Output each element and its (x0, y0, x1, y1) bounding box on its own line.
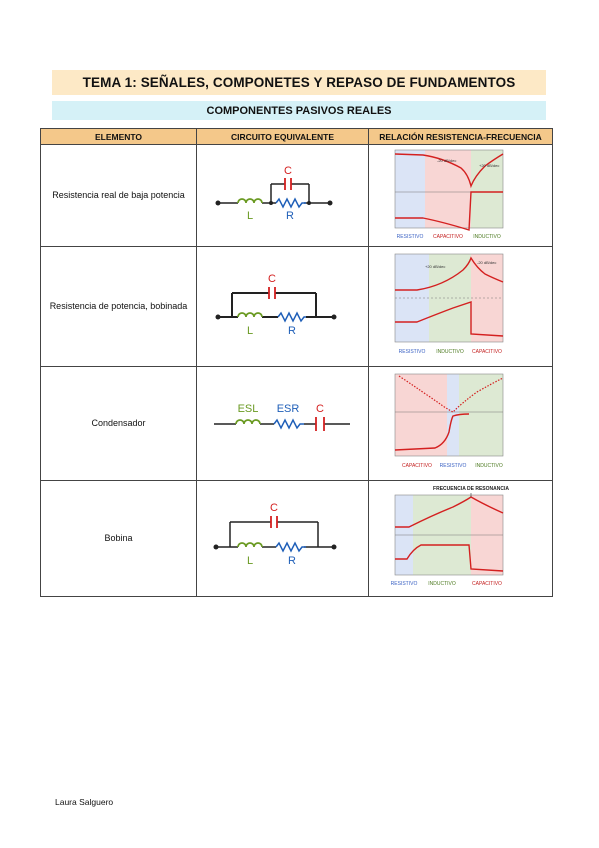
equivalent-circuit: ESL ESR C (196, 366, 369, 481)
impedance-graph: -20 dB/dec +20 dB/dec RESISTIVO CAPACITI… (394, 149, 503, 240)
subtitle-bar: COMPONENTES PASIVOS REALES (52, 101, 546, 120)
capacitor-symbol (314, 416, 325, 431)
circuit-diagram: C L R (215, 273, 336, 337)
circuit-diagram: C L R (215, 165, 332, 222)
region-label-green: INDUCTIVO (475, 463, 503, 469)
region-label-blue: RESISTIVO (390, 581, 417, 587)
impedance-graph: +20 dB/dec -20 dB/dec RESISTIVO INDUCTIV… (394, 253, 503, 355)
column-header-element: ELEMENTO (40, 128, 197, 145)
region-label-green: INDUCTIVO (473, 234, 501, 240)
inductor-label: L (246, 325, 252, 337)
region-label-red: CAPACITIVO (402, 463, 432, 469)
capacitor-label: C (268, 273, 276, 285)
capacitor-symbol (267, 286, 276, 299)
inductor-symbol (234, 418, 261, 424)
esl-label: ESL (237, 403, 258, 415)
capacitor-symbol (269, 515, 278, 528)
resistor-label: R (286, 210, 294, 222)
impedance-graph: FRECUENCIA DE RESONANCIA RESISTIVO INDUC… (390, 486, 509, 587)
table-row: Resistencia real de baja potencia C (40, 144, 553, 247)
inductor-symbol (236, 197, 263, 203)
element-name: Resistencia real de baja potencia (40, 144, 197, 247)
capacitor-label: C (284, 165, 292, 177)
impedance-graph-cell: CAPACITIVO RESISTIVO INDUCTIVO (368, 366, 553, 481)
resistor-label: R (288, 555, 296, 567)
impedance-graph-cell: +20 dB/dec -20 dB/dec RESISTIVO INDUCTIV… (368, 246, 553, 367)
graph-annotation: -20 dB/dec (477, 260, 496, 265)
capacitor-label: C (316, 403, 324, 415)
inductor-symbol (236, 541, 263, 547)
inductor-label: L (246, 210, 252, 222)
resistor-symbol (274, 196, 306, 209)
resistor-label: R (288, 325, 296, 337)
region-label-green: INDUCTIVO (436, 349, 464, 355)
title-bar: TEMA 1: SEÑALES, COMPONETES Y REPASO DE … (52, 70, 546, 95)
table-row: Resistencia de potencia, bobinada C L (40, 246, 553, 367)
circuit-diagram: C L R (213, 502, 336, 567)
graph-annotation: +20 dB/dec (425, 264, 445, 269)
resistor-symbol (274, 540, 306, 553)
column-header-circuit: CIRCUITO EQUIVALENTE (196, 128, 369, 145)
table-row: Condensador ESL ESR C (40, 366, 553, 481)
footer-author: Laura Salguero (55, 797, 114, 807)
equivalent-circuit: C L R (196, 246, 369, 367)
region-label-red: CAPACITIVO (472, 581, 502, 587)
column-header-relation: RELACIÓN RESISTENCIA-FRECUENCIA (368, 128, 553, 145)
circuit-diagram: ESL ESR C (213, 403, 350, 431)
resistor-symbol (272, 417, 304, 430)
page-subtitle: COMPONENTES PASIVOS REALES (206, 104, 392, 117)
region-label-red: CAPACITIVO (472, 349, 502, 355)
resistor-symbol (276, 310, 306, 323)
table-header-row: ELEMENTO CIRCUITO EQUIVALENTE RELACIÓN R… (40, 128, 553, 145)
region-label-red: CAPACITIVO (433, 234, 463, 240)
components-table: ELEMENTO CIRCUITO EQUIVALENTE RELACIÓN R… (40, 128, 553, 597)
page-title: TEMA 1: SEÑALES, COMPONETES Y REPASO DE … (82, 75, 516, 90)
table-row: Bobina C L R (40, 480, 553, 597)
region-label-blue: RESISTIVO (398, 349, 425, 355)
impedance-graph-cell: FRECUENCIA DE RESONANCIA RESISTIVO INDUC… (368, 480, 553, 597)
graph-annotation: -20 dB/dec (437, 158, 456, 163)
impedance-graph: CAPACITIVO RESISTIVO INDUCTIVO (394, 373, 503, 469)
inductor-symbol (236, 311, 263, 317)
element-name: Bobina (40, 480, 197, 597)
equivalent-circuit: C L R (196, 144, 369, 247)
impedance-graph-cell: -20 dB/dec +20 dB/dec RESISTIVO CAPACITI… (368, 144, 553, 247)
esr-label: ESR (276, 403, 299, 415)
equivalent-circuit: C L R (196, 480, 369, 597)
element-name: Resistencia de potencia, bobinada (40, 246, 197, 367)
capacitor-label: C (270, 502, 278, 514)
graph-annotation: FRECUENCIA DE RESONANCIA (433, 486, 509, 492)
capacitor-symbol (283, 177, 292, 190)
graph-annotation: +20 dB/dec (479, 163, 499, 168)
region-label-green: INDUCTIVO (428, 581, 456, 587)
element-name: Condensador (40, 366, 197, 481)
inductor-label: L (246, 555, 252, 567)
region-label-blue: RESISTIVO (439, 463, 466, 469)
region-label-blue: RESISTIVO (396, 234, 423, 240)
